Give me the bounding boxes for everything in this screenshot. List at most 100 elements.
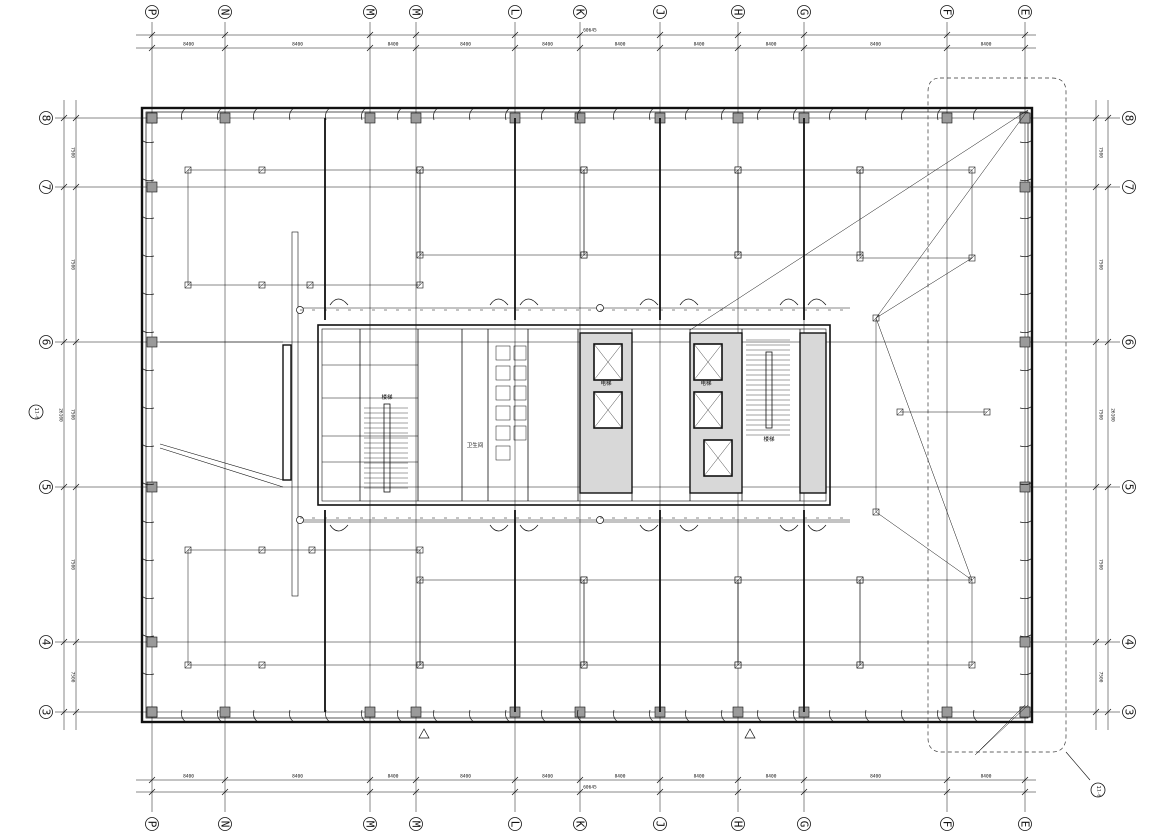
window-arc-left	[141, 557, 155, 562]
axis-bubble	[1122, 480, 1136, 494]
dimension-label: 8400	[183, 774, 194, 780]
wiring-loop	[583, 169, 739, 256]
column	[410, 112, 422, 124]
elevator-label: 电梯	[700, 379, 712, 387]
toilet-stall	[513, 365, 527, 381]
window-arc-bottom	[721, 709, 727, 723]
window-arc-bottom	[361, 709, 367, 723]
window-arc-right	[1019, 329, 1033, 334]
window-arc-right	[1019, 481, 1033, 486]
window-arc-left	[141, 291, 155, 296]
revision-cloud-outline	[927, 77, 1067, 753]
axis-bubble	[39, 180, 53, 194]
door-swing	[779, 298, 799, 306]
wiring-runs	[187, 109, 1029, 712]
window-arc-right	[1019, 519, 1033, 524]
axis-label: H	[732, 821, 745, 828]
window-arc-top	[685, 107, 691, 121]
window-arc-right	[1019, 595, 1033, 600]
window-arc-right	[1019, 177, 1033, 182]
axis-bubble	[409, 5, 423, 19]
window-arc-top	[397, 107, 403, 121]
elevator-cross	[593, 343, 623, 381]
window-arc-top	[937, 107, 943, 121]
axis-bubble	[797, 5, 811, 19]
door-swing	[329, 298, 349, 306]
wiring-loop	[859, 579, 973, 666]
window-arc-bottom	[505, 709, 511, 723]
axis-label: 8	[1123, 115, 1136, 122]
stair-label: 楼梯	[763, 435, 775, 443]
triangle-marker	[744, 728, 756, 739]
dimension-label: 7500	[1098, 672, 1104, 683]
window-openings	[141, 107, 1033, 723]
axis-label: E	[1019, 821, 1032, 828]
column	[364, 706, 376, 718]
elevator-cross	[693, 391, 723, 429]
column	[941, 706, 953, 718]
window-arc-top	[577, 107, 583, 121]
toilet-stall	[513, 405, 527, 421]
window-arc-top	[757, 107, 763, 121]
feeder-run	[875, 317, 973, 581]
column	[732, 706, 744, 718]
window-arc-top	[829, 107, 835, 121]
axis-label: M	[410, 9, 423, 16]
window-arc-bottom	[217, 709, 223, 723]
stair-handrail	[765, 351, 773, 429]
door-swing	[489, 524, 509, 532]
window-arc-left	[141, 367, 155, 372]
axis-bubble	[1122, 111, 1136, 125]
leader-line	[974, 704, 1029, 756]
axis-bubble	[653, 817, 667, 831]
axis-label: K	[574, 821, 587, 828]
window-arc-top	[433, 107, 439, 121]
door-swing	[519, 298, 539, 306]
dimension-label: 8400	[388, 774, 399, 780]
window-arc-left	[141, 633, 155, 638]
window-arc-bottom	[613, 709, 619, 723]
axis-bubble	[409, 817, 423, 831]
axis-bubble	[653, 5, 667, 19]
window-arc-right	[1019, 291, 1033, 296]
wiring-loop	[419, 579, 585, 666]
axis-bubble	[508, 5, 522, 19]
column	[941, 112, 953, 124]
axis-bubble	[363, 5, 377, 19]
feeder-run	[875, 511, 973, 581]
column	[364, 112, 376, 124]
axis-label: M	[364, 821, 377, 828]
door-swing	[519, 524, 539, 532]
column	[146, 336, 158, 348]
window-arc-bottom	[937, 709, 943, 723]
axis-bubble	[1018, 817, 1032, 831]
door-swing	[489, 298, 509, 306]
column	[410, 706, 422, 718]
toilet-stall	[513, 345, 527, 361]
revision-cloud	[28, 77, 1106, 798]
window-arc-top	[901, 107, 907, 121]
window-arc-top	[865, 107, 871, 121]
dimension-label: 8400	[615, 774, 626, 780]
axis-bubble	[39, 705, 53, 719]
axis-bubble	[573, 817, 587, 831]
axis-label: 5	[40, 484, 53, 491]
dimension-label: 8400	[694, 42, 705, 48]
door-swing	[639, 298, 659, 306]
stair-handrail	[383, 403, 391, 493]
core-outline	[317, 324, 831, 506]
axis-bubble	[1018, 5, 1032, 19]
window-arc-bottom	[397, 709, 403, 723]
axis-bubble	[573, 5, 587, 19]
column	[146, 181, 158, 193]
column	[1019, 336, 1031, 348]
toilet-stall	[513, 425, 527, 441]
wiring-loop	[737, 169, 861, 256]
window-arc-right	[1019, 557, 1033, 562]
door-swing	[779, 524, 799, 532]
axis-label: N	[219, 9, 232, 16]
dimension-label: 7500	[70, 559, 76, 570]
window-arc-bottom	[901, 709, 907, 723]
dimension-label: 8400	[460, 774, 471, 780]
